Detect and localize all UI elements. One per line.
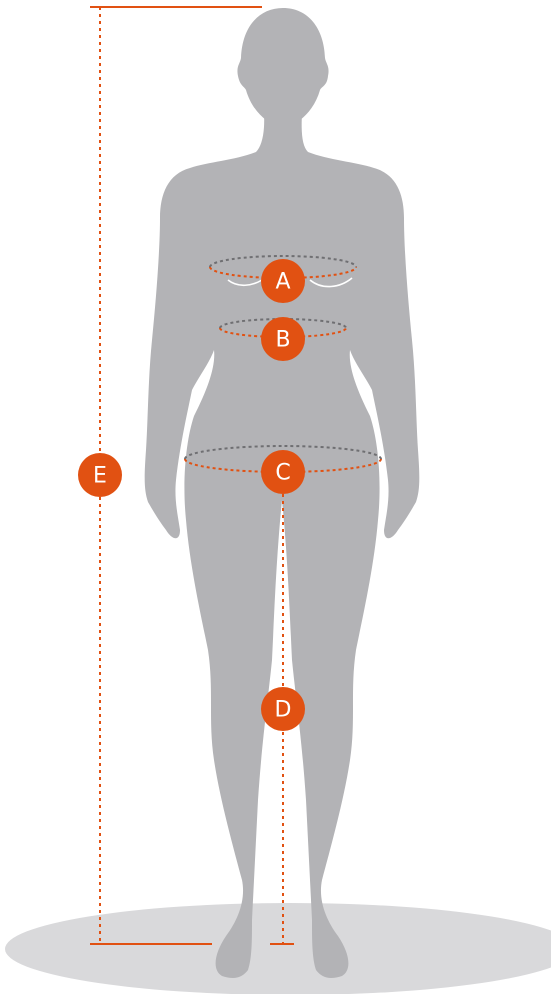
head [237, 8, 328, 120]
marker-e-label: E [93, 464, 107, 489]
marker-b: B [261, 317, 305, 361]
marker-b-label: B [275, 328, 290, 353]
marker-e: E [78, 453, 122, 497]
marker-c: C [261, 450, 305, 494]
marker-d: D [261, 687, 305, 731]
marker-d-label: D [275, 698, 292, 723]
marker-a-label: A [275, 270, 290, 295]
marker-c-label: C [275, 461, 290, 486]
marker-a: A [261, 259, 305, 303]
ground-shadow [5, 903, 551, 994]
